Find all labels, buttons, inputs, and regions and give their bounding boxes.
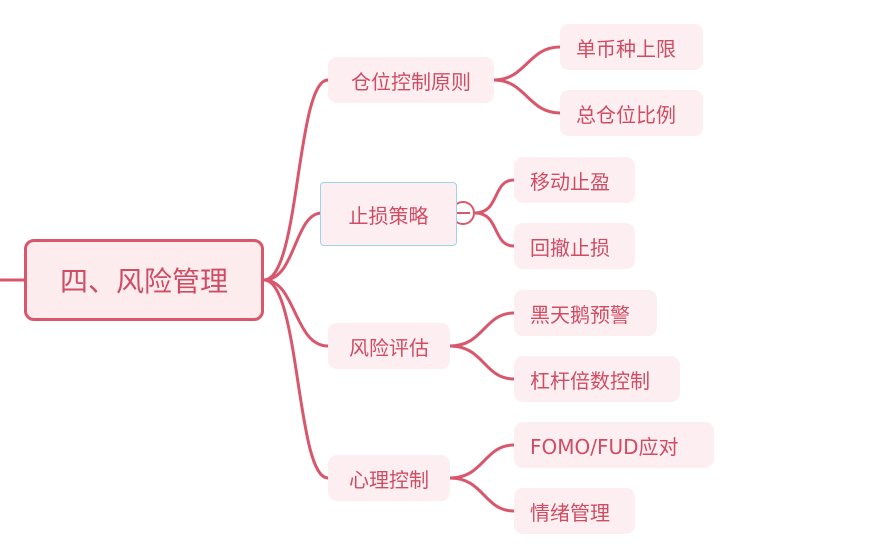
- connector-branch-1-leaf-1: [493, 45, 561, 82]
- connector-branch-3-leaf-2: [449, 344, 515, 381]
- leaf-node-label: 杠杆倍数控制: [530, 368, 650, 393]
- leaf-node-trailing-take-profit[interactable]: 移动止盈: [514, 157, 635, 203]
- leaf-node-label: 单币种上限: [576, 36, 676, 61]
- connector-branch-4-leaf-1: [449, 443, 515, 480]
- leaf-node-label: 回撤止损: [530, 235, 610, 260]
- branch-node-risk-assessment[interactable]: 风险评估: [328, 323, 450, 369]
- leaf-node-leverage-control[interactable]: 杠杆倍数控制: [514, 356, 680, 402]
- connector-branch-4-leaf-2: [449, 476, 515, 513]
- leaf-node-drawdown-stop-loss[interactable]: 回撤止损: [514, 223, 635, 269]
- connector-branch-2-leaf-2: [474, 211, 515, 248]
- branch-node-label: 止损策略: [348, 203, 429, 228]
- leaf-node-label: 情绪管理: [530, 500, 610, 525]
- connector-root-to-branch-4: [263, 278, 329, 480]
- leaf-node-total-position-ratio[interactable]: 总仓位比例: [560, 90, 703, 136]
- leaf-node-label: 黑天鹅预警: [530, 302, 630, 327]
- branch-node-psychology-control[interactable]: 心理控制: [328, 455, 450, 501]
- leaf-node-fomo-fud[interactable]: FOMO/FUD应对: [514, 422, 714, 468]
- connector-root-to-branch-1: [263, 78, 329, 282]
- connector-branch-3-leaf-1: [449, 311, 515, 348]
- leaf-node-label: 总仓位比例: [576, 102, 676, 127]
- leaf-node-emotion-management[interactable]: 情绪管理: [514, 488, 635, 534]
- leaf-node-label: FOMO/FUD应对: [530, 434, 679, 459]
- connector-branch-2-leaf-1: [474, 178, 515, 215]
- root-node-label: 四、风险管理: [59, 265, 228, 298]
- connector-root-to-branch-3: [263, 278, 329, 348]
- branch-node-label: 心理控制: [349, 467, 429, 492]
- root-node[interactable]: 四、风险管理: [24, 239, 264, 321]
- leaf-node-black-swan-warning[interactable]: 黑天鹅预警: [514, 290, 657, 336]
- branch-node-label: 仓位控制原则: [351, 69, 471, 94]
- connector-root-to-branch-2: [263, 211, 323, 282]
- leaf-node-label: 移动止盈: [530, 169, 610, 194]
- branch-node-label: 风险评估: [349, 335, 429, 360]
- connector-branch-1-leaf-2: [493, 78, 561, 115]
- leaf-node-single-coin-limit[interactable]: 单币种上限: [560, 24, 703, 70]
- branch-node-position-control[interactable]: 仓位控制原则: [328, 57, 494, 103]
- branch-node-stop-loss[interactable]: 止损策略: [320, 182, 457, 246]
